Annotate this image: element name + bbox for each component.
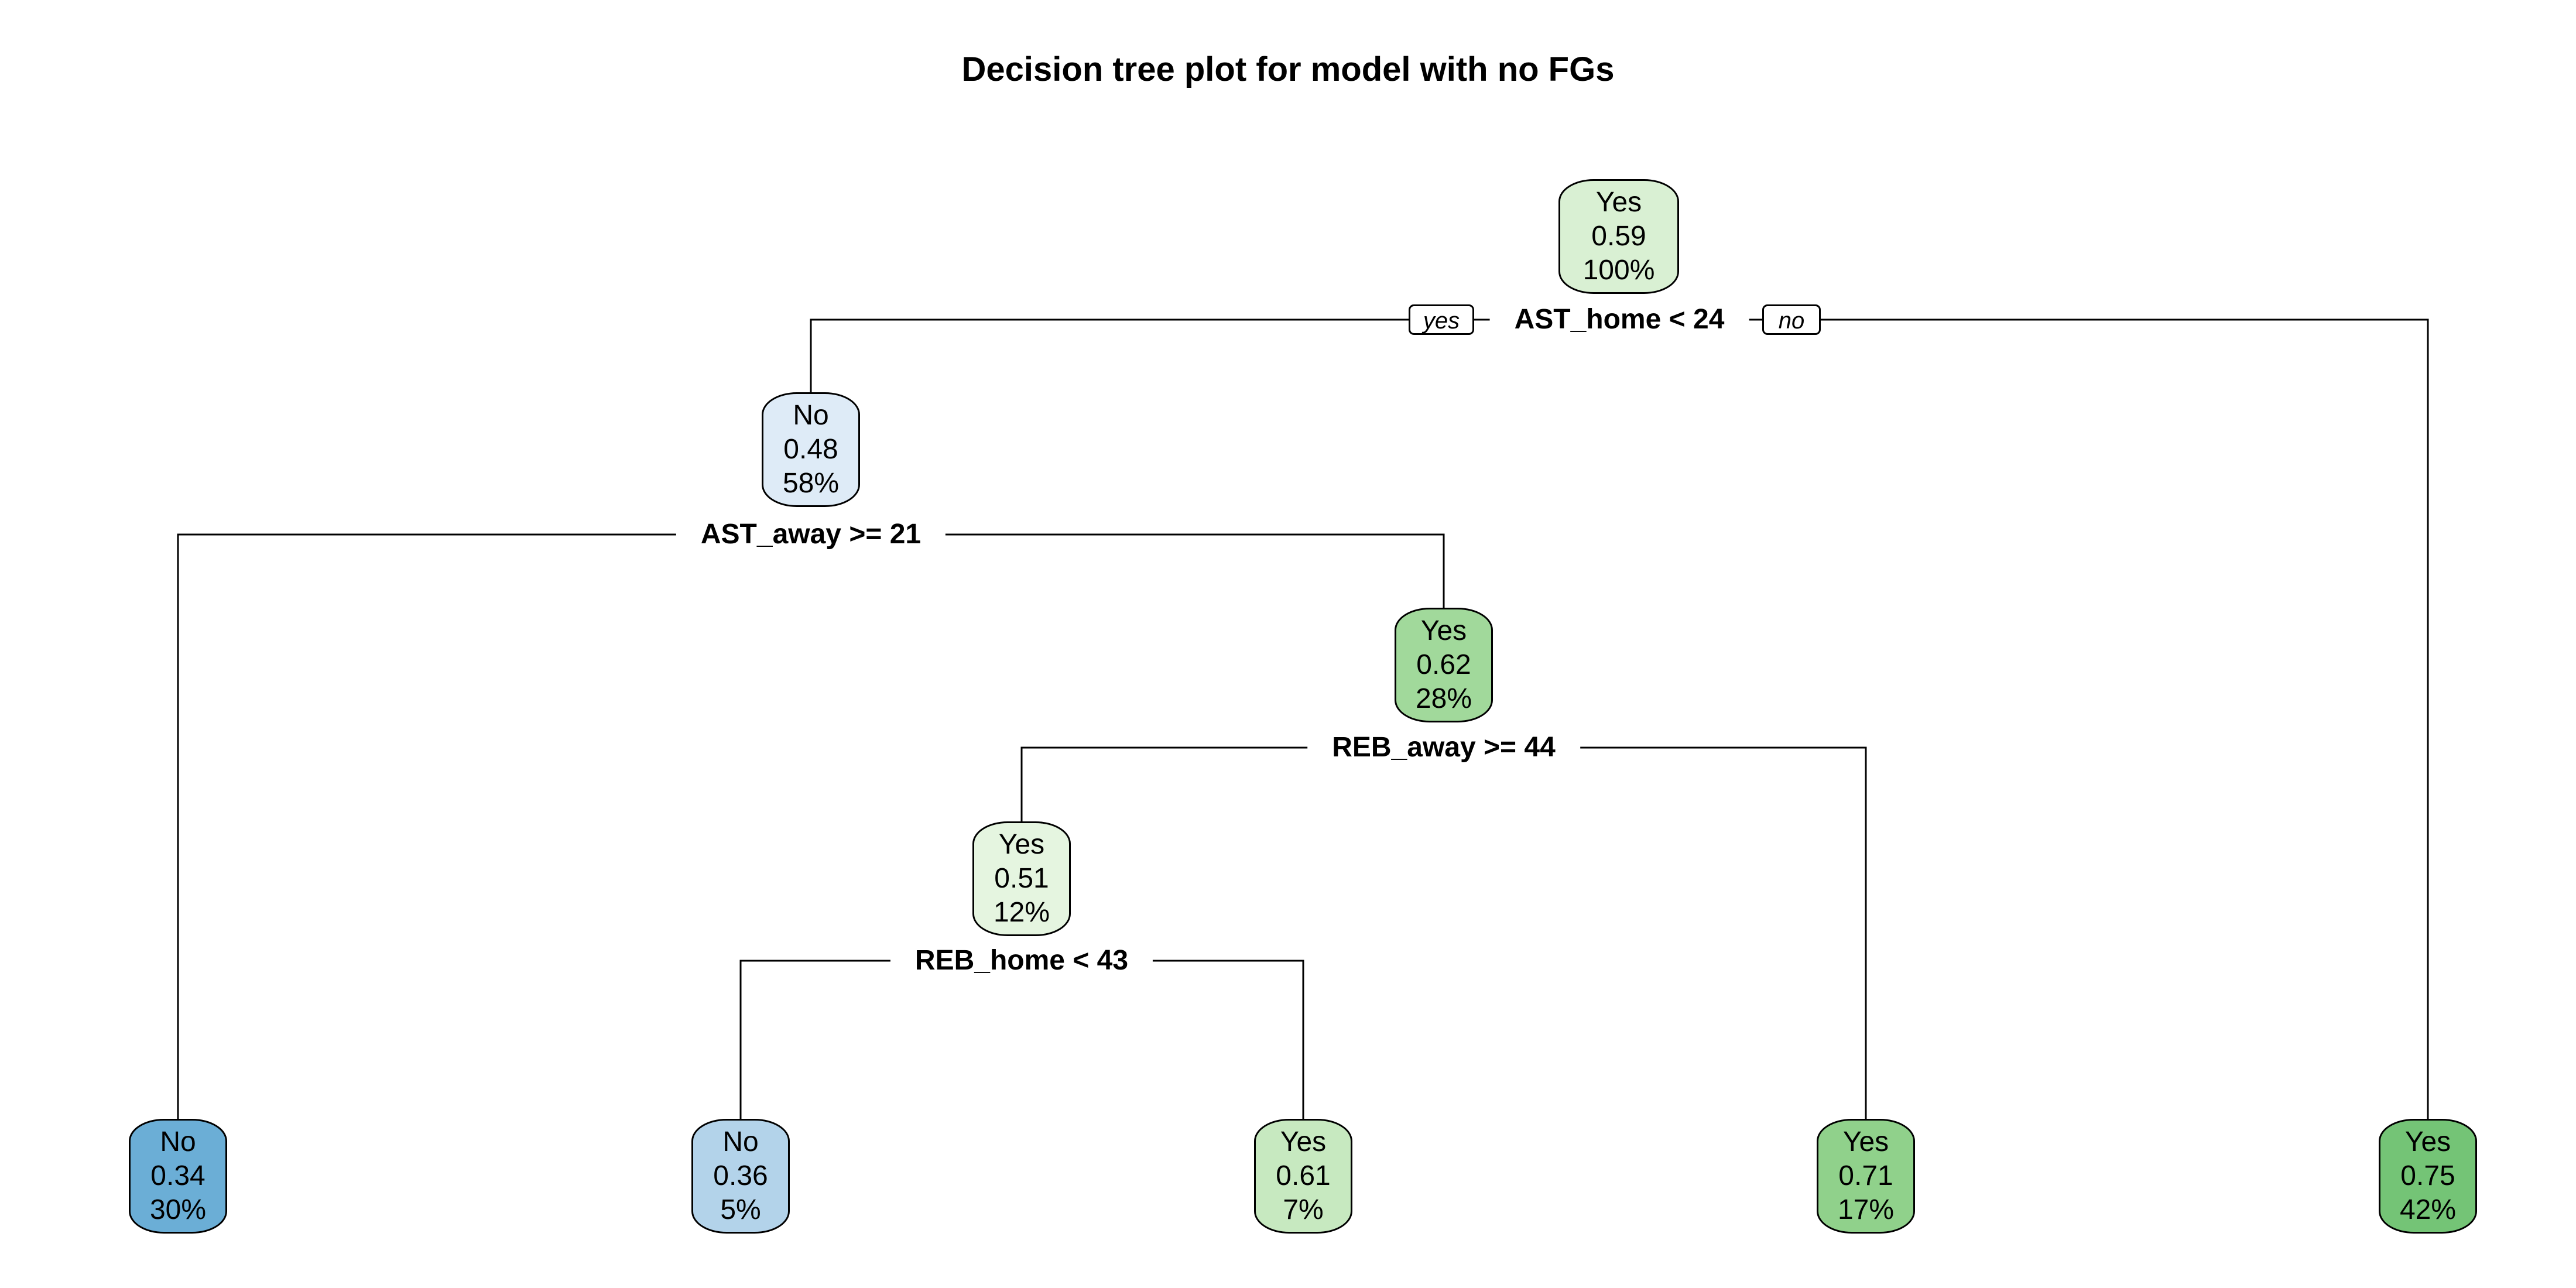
edge-n5-right — [1444, 746, 1867, 1119]
node-percent: 42% — [2399, 1194, 2457, 1225]
edge-n10-right — [1022, 960, 1304, 1119]
tree-node-21: Yes 0.61 7% — [1254, 1119, 1352, 1234]
node-class: Yes — [1280, 1126, 1327, 1157]
edge-n10-left — [739, 960, 1022, 1119]
node-class: Yes — [998, 829, 1045, 860]
node-probability: 0.36 — [713, 1160, 768, 1191]
node-probability: 0.34 — [150, 1160, 205, 1191]
node-percent: 12% — [993, 897, 1050, 928]
node-probability: 0.75 — [2400, 1160, 2455, 1191]
node-probability: 0.62 — [1416, 649, 1471, 680]
node-percent: 5% — [720, 1194, 761, 1225]
node-percent: 17% — [1837, 1194, 1895, 1225]
node-probability: 0.71 — [1838, 1160, 1893, 1191]
node-class: No — [793, 400, 829, 431]
split-label-reb-home: REB_home < 43 — [890, 943, 1153, 978]
node-percent: 58% — [782, 468, 840, 499]
tree-node-2: No 0.48 58% — [762, 392, 860, 507]
node-probability: 0.59 — [1591, 221, 1646, 252]
node-probability: 0.51 — [994, 863, 1049, 894]
tree-node-root: Yes 0.59 100% — [1558, 179, 1679, 294]
split-label-ast-away: AST_away >= 21 — [676, 517, 946, 552]
node-percent: 28% — [1415, 683, 1472, 714]
tree-node-3: Yes 0.75 42% — [2379, 1119, 2477, 1234]
node-probability: 0.61 — [1276, 1160, 1331, 1191]
tree-node-5: Yes 0.62 28% — [1395, 608, 1493, 722]
tree-node-11: Yes 0.71 17% — [1817, 1119, 1915, 1234]
node-percent: 30% — [149, 1194, 207, 1225]
branch-tag-yes: yes — [1409, 304, 1474, 335]
tree-node-20: No 0.36 5% — [691, 1119, 790, 1234]
node-percent: 7% — [1283, 1194, 1324, 1225]
edge-n5-left — [1020, 746, 1444, 821]
tree-node-4: No 0.34 30% — [129, 1119, 227, 1234]
branch-tag-no: no — [1762, 304, 1821, 335]
node-class: Yes — [1842, 1126, 1889, 1157]
edge-n2-left — [177, 533, 811, 1119]
node-class: Yes — [2404, 1126, 2451, 1157]
edge-root-left — [810, 318, 1619, 392]
page-title: Decision tree plot for model with no FGs — [961, 50, 1615, 88]
edge-root-right — [1619, 318, 2429, 1119]
split-label-reb-away: REB_away >= 44 — [1307, 730, 1580, 765]
split-label-ast-home: AST_home < 24 — [1489, 302, 1749, 337]
edge-n2-right — [811, 533, 1445, 608]
node-class: No — [722, 1126, 759, 1157]
node-class: No — [160, 1126, 196, 1157]
node-class: Yes — [1595, 187, 1642, 218]
node-percent: 100% — [1582, 255, 1655, 286]
node-class: Yes — [1420, 615, 1467, 646]
tree-node-10: Yes 0.51 12% — [972, 821, 1071, 936]
node-probability: 0.48 — [783, 434, 838, 465]
